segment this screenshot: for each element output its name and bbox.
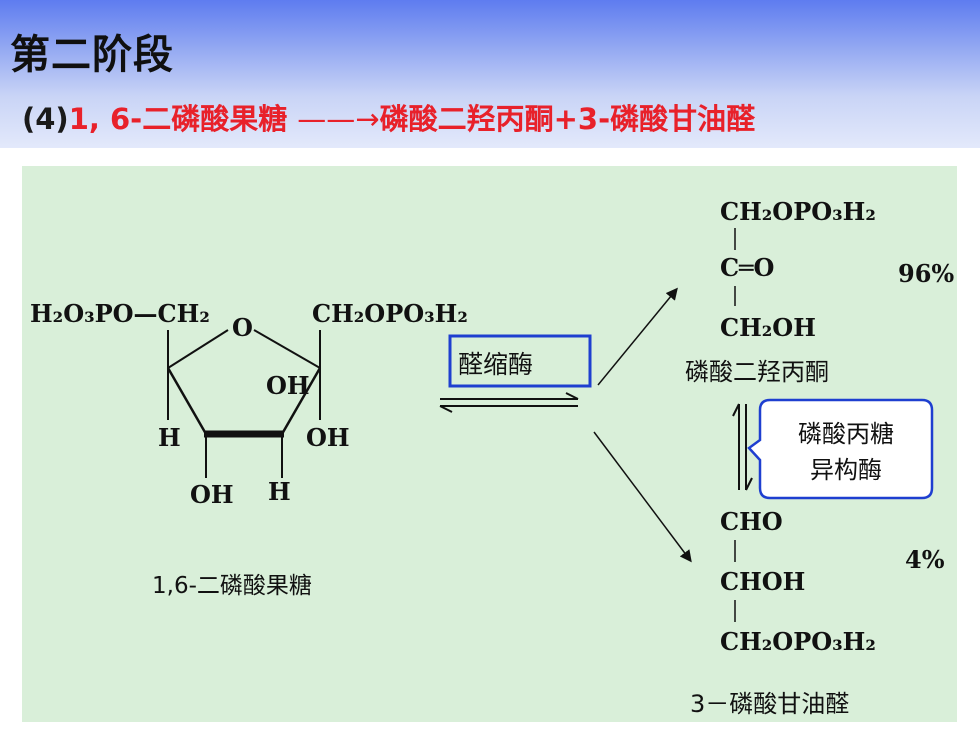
isomerase-line2: 异构酶: [810, 456, 882, 484]
g3p-name: 3－磷酸甘油醛: [690, 690, 849, 718]
dhap-percent: 96%: [898, 259, 954, 288]
g3p-line1: CHO: [720, 507, 783, 536]
g3p-percent: 4%: [905, 545, 945, 574]
g3p-structure: CHO CHOH CH₂OPO₃H₂ 3－磷酸甘油醛 4%: [690, 507, 945, 718]
ring-bond: [166, 367, 208, 435]
h-bottom-label: H: [268, 477, 291, 506]
dhap-line1: CH₂OPO₃H₂: [720, 197, 876, 226]
equilibrium-arrows: [439, 392, 579, 413]
fructose-name: 1,6-二磷酸果糖: [152, 573, 312, 599]
reaction-subtitle: (4)1, 6-二磷酸果糖 ——→磷酸二羟丙酮+3-磷酸甘油醛: [22, 96, 755, 138]
fructose-left-group: H₂O₃PO—CH₂: [30, 299, 210, 328]
oh-top-label: OH: [266, 371, 310, 400]
dhap-name: 磷酸二羟丙酮: [685, 358, 829, 386]
oh-right-label: OH: [306, 423, 350, 452]
g3p-line2: CHOH: [720, 567, 805, 596]
dhap-structure: CH₂OPO₃H₂ C═O CH₂OH 磷酸二羟丙酮 96%: [685, 197, 954, 386]
arrow-to-g3p: [593, 431, 692, 563]
isomerase-arrows: [732, 403, 753, 491]
page-title: 第二阶段: [10, 32, 174, 78]
substrate-name: 1, 6-二磷酸果糖: [68, 102, 298, 136]
fructose-right-group: CH₂OPO₃H₂: [312, 299, 468, 328]
dhap-line3: CH₂OH: [720, 313, 816, 342]
reaction-arrow: ——→: [297, 102, 380, 136]
ring-bond: [280, 367, 322, 435]
isomerase-callout: [747, 398, 934, 500]
products-name: 磷酸二羟丙酮+3-磷酸甘油醛: [379, 102, 756, 136]
fructose-structure: H₂O₃PO—CH₂ CH₂OPO₃H₂ O OH H OH OH H 1,6-…: [30, 299, 468, 599]
isomerase-line1: 磷酸丙糖: [798, 420, 894, 448]
edge-strip: [957, 552, 980, 612]
aldolase-box: [448, 334, 592, 388]
arrow-to-dhap: [597, 287, 678, 386]
ring-bond: [167, 329, 229, 369]
header-banner: [0, 0, 980, 148]
g3p-line3: CH₂OPO₃H₂: [720, 627, 876, 656]
edge-strip: [957, 395, 980, 475]
ring-oxygen: O: [232, 313, 253, 342]
dhap-line2: C═O: [720, 253, 774, 282]
oh-bottom-label: OH: [190, 480, 234, 509]
aldolase-label: 醛缩酶: [458, 350, 533, 379]
step-number: (4): [22, 102, 69, 136]
h-left-label: H: [158, 423, 181, 452]
ring-bond: [253, 329, 321, 369]
